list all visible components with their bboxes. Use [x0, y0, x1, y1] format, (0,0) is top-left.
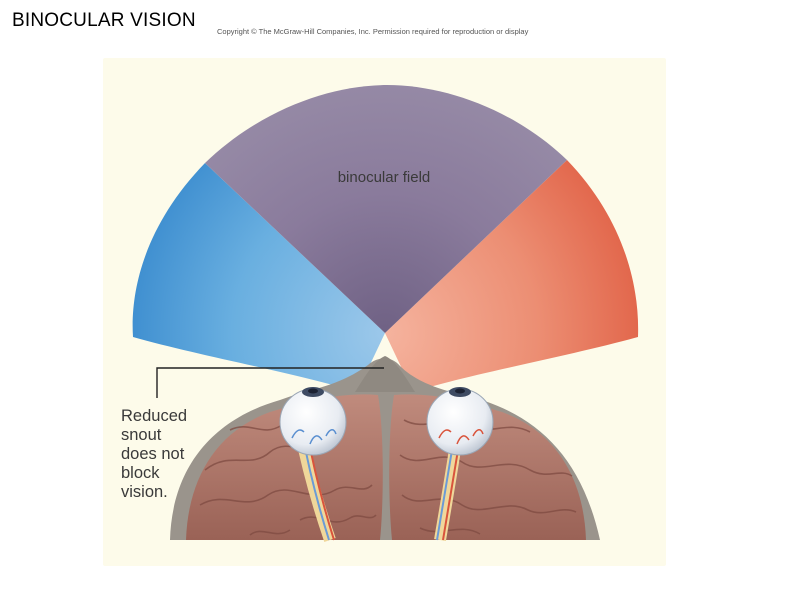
snout-callout-line: does not: [121, 445, 185, 463]
right-eye: [426, 387, 494, 456]
left-eye: [279, 387, 347, 456]
snout-callout-line: vision.: [121, 483, 168, 501]
snout-callout-line: Reduced: [121, 407, 187, 425]
left-visual-field: [132, 163, 385, 392]
snout-callout-text: Reduced snout does not block vision.: [121, 407, 192, 501]
binocular-field-label: binocular field: [338, 169, 431, 186]
right-visual-field: [385, 160, 639, 392]
copyright-notice: Copyright © The McGraw-Hill Companies, I…: [217, 27, 529, 36]
snout-callout-line: snout: [121, 426, 162, 444]
snout: [355, 356, 415, 392]
snout-callout-line: block: [121, 464, 160, 482]
slide-title: BINOCULAR VISION: [12, 10, 196, 31]
binocular-field-sector: [205, 85, 567, 333]
snout-leader-line: [156, 367, 384, 398]
